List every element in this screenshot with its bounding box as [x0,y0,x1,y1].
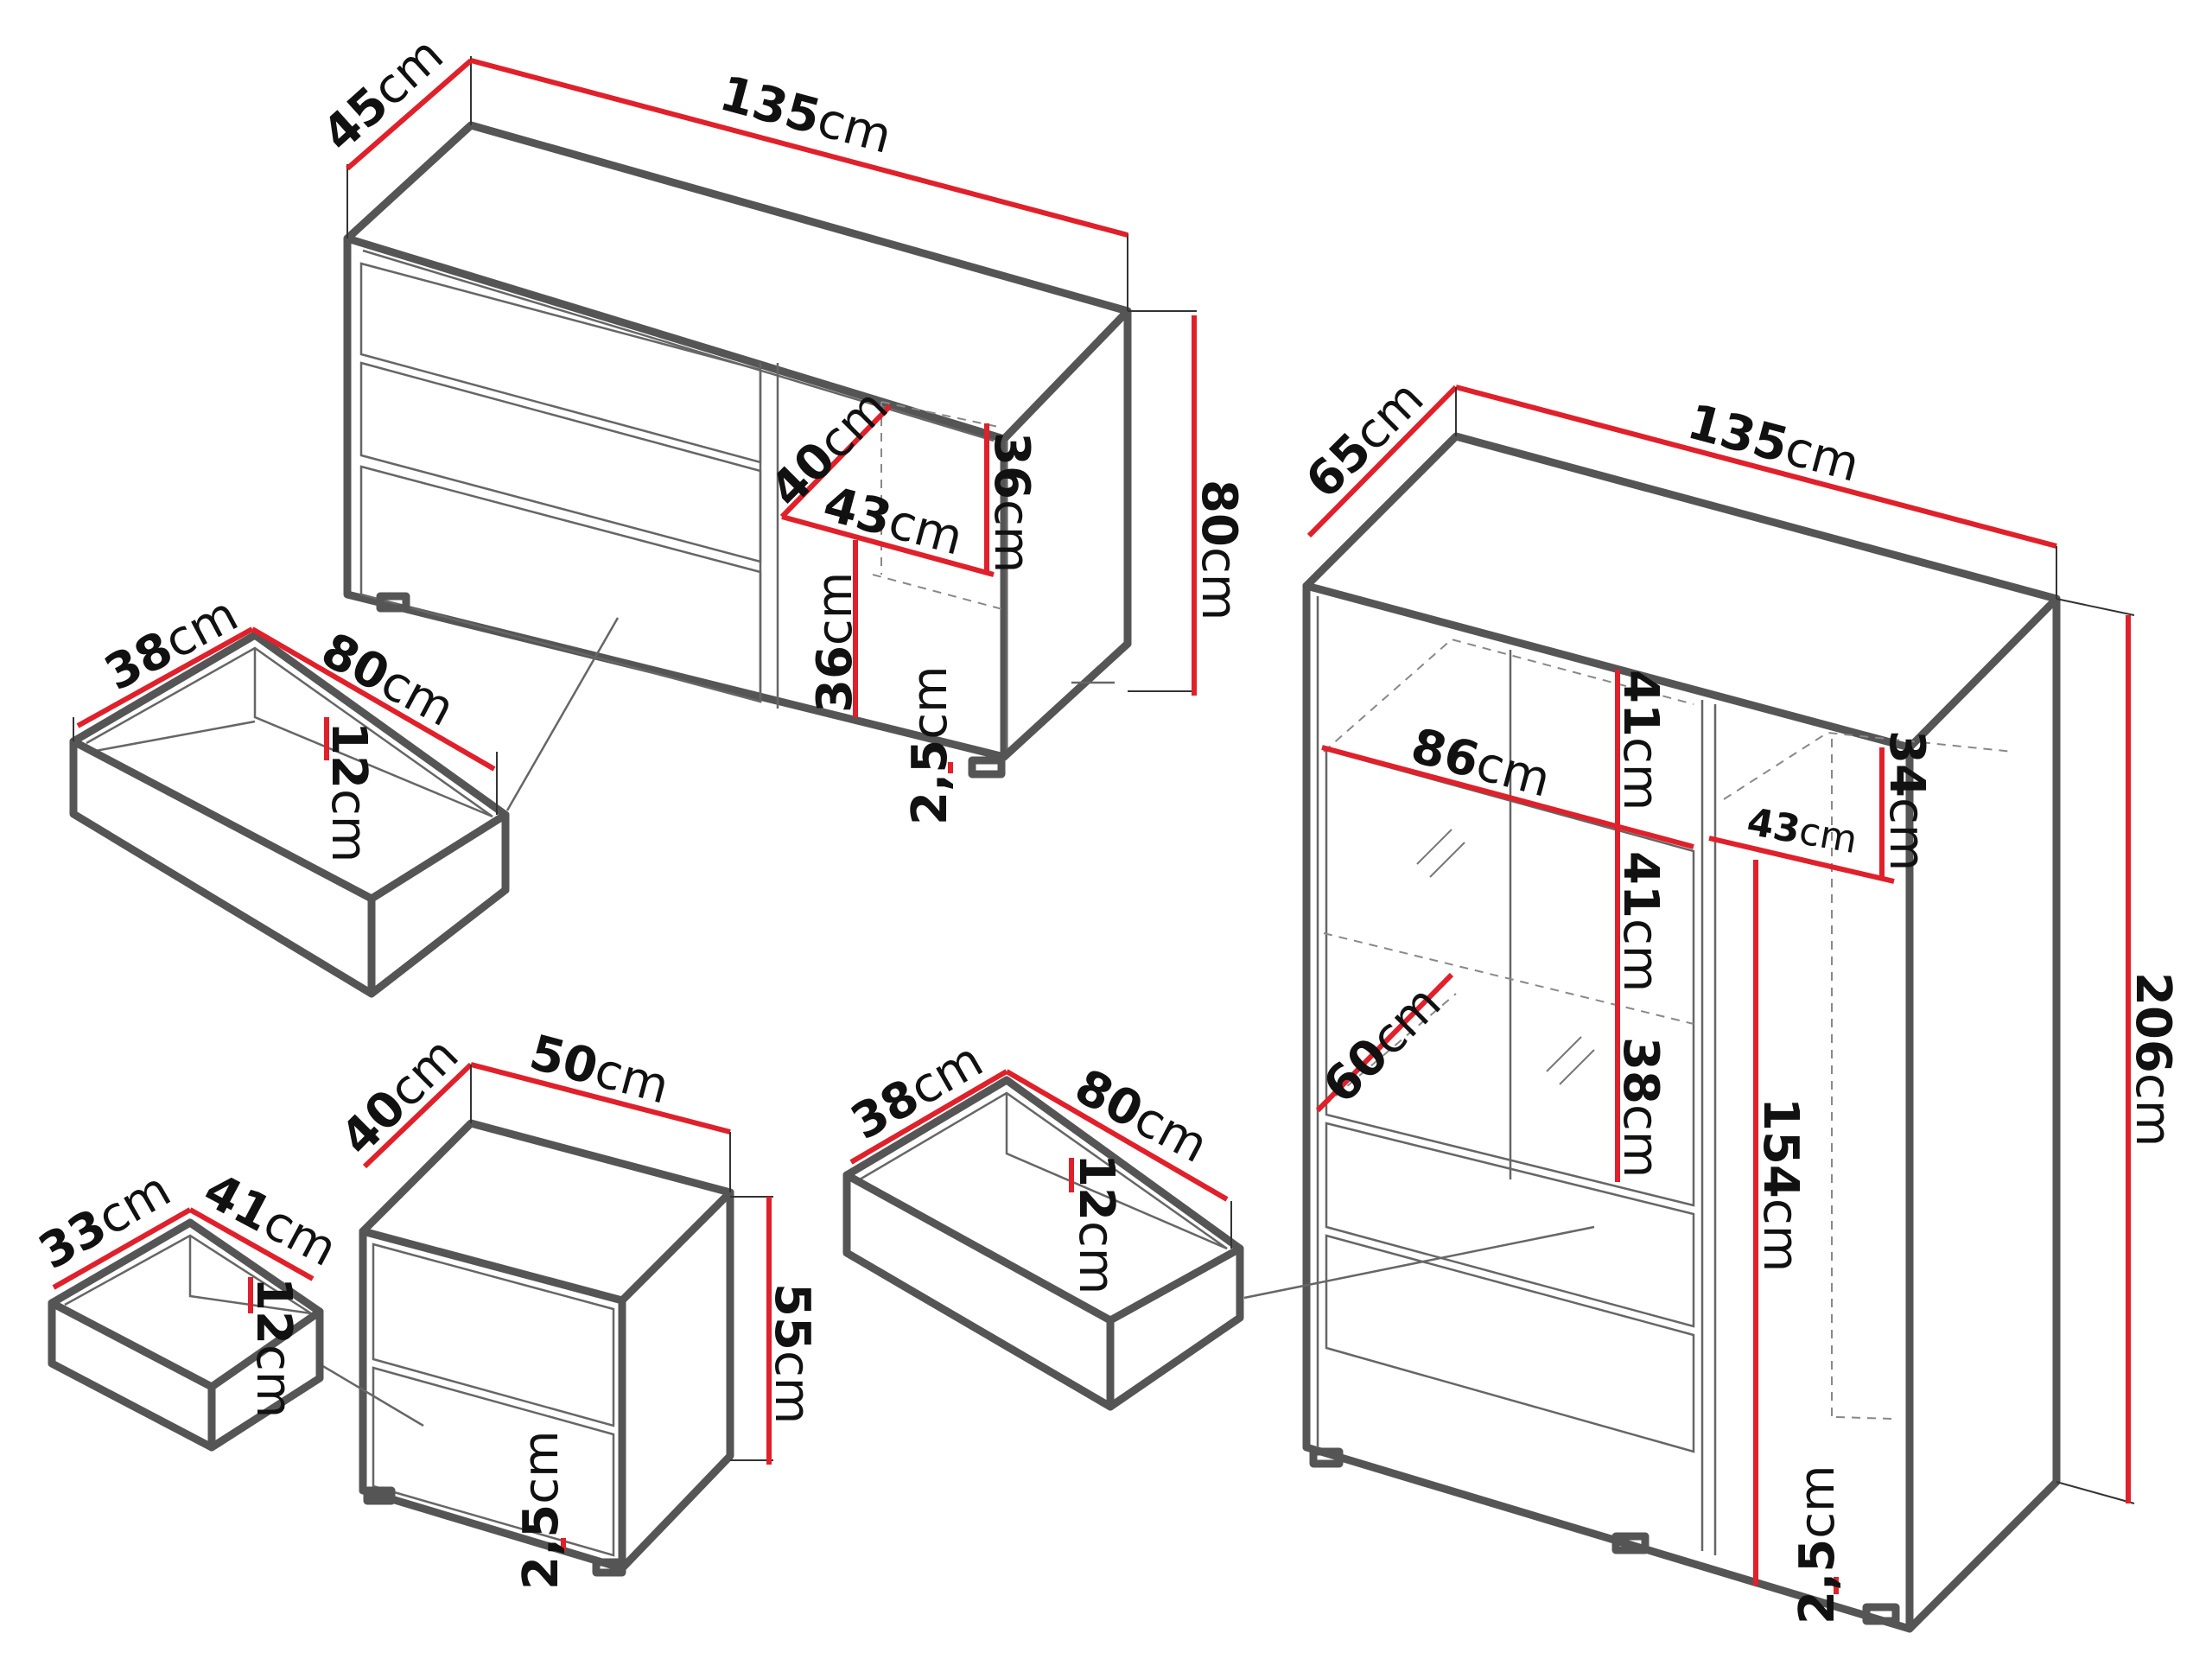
sideboard-dimension-lines [346,56,1197,773]
sideboard-drawer-drawing [69,617,620,998]
cabinet-right-compartment-height-label: 154cm [1752,1097,1808,1272]
nightstand-drawer-depth-label: 33cm [30,1161,181,1281]
cabinet-shelf-height-3-label: 38cm [1612,1037,1669,1178]
nightstand-width-label: 50cm [524,1025,675,1116]
cabinet-shelf-height-2-label: 41cm [1612,851,1669,992]
cabinet-leg-height-label: 2,5cm [1789,1465,1846,1624]
cabinet-glass-width-label: 86cm [1405,718,1556,809]
sideboard-shelf-width-label: 43cm [817,476,969,567]
cabinet-shelf-height-1-label: 41cm [1612,670,1669,810]
sideboard-drawing [343,121,1132,779]
cabinet-shelf-depth-label: 60cm [1313,975,1452,1114]
cabinet-drawer-height-label: 12cm [1068,1154,1124,1294]
sideboard-drawer-width-label: 80cm [312,622,463,738]
sideboard-drawer-height-label: 12cm [321,721,377,862]
nightstand-drawer-height-label: 12cm [245,1277,302,1418]
nightstand-drawer-drawing [48,1207,324,1452]
cabinet-right-width-label: 43cm [1744,800,1860,863]
cabinet-depth-label: 65cm [1295,370,1434,509]
sideboard-leg-height-label: 2,5cm [902,665,958,825]
nightstand-drawer-width-label: 41cm [194,1162,346,1278]
nightstand-dimension-lines [362,1062,773,1551]
cabinet-dimension-lines [1306,385,2135,1594]
cabinet-drawer-drawing [842,1069,1244,1411]
cabinet-height-label: 206cm [2125,972,2181,1147]
sideboard-height-label: 80cm [1191,480,1247,620]
nightstand-height-label: 55cm [764,1283,820,1424]
nightstand-leg-height-label: 2,5cm [513,1430,569,1590]
sideboard-lower-shelf-height-label: 36cm [807,572,863,713]
cabinet-top-compartment-height-label: 34cm [1878,730,1935,871]
sideboard-upper-shelf-height-label: 36cm [983,432,1039,573]
cabinet-width-label: 135cm [1681,394,1865,493]
